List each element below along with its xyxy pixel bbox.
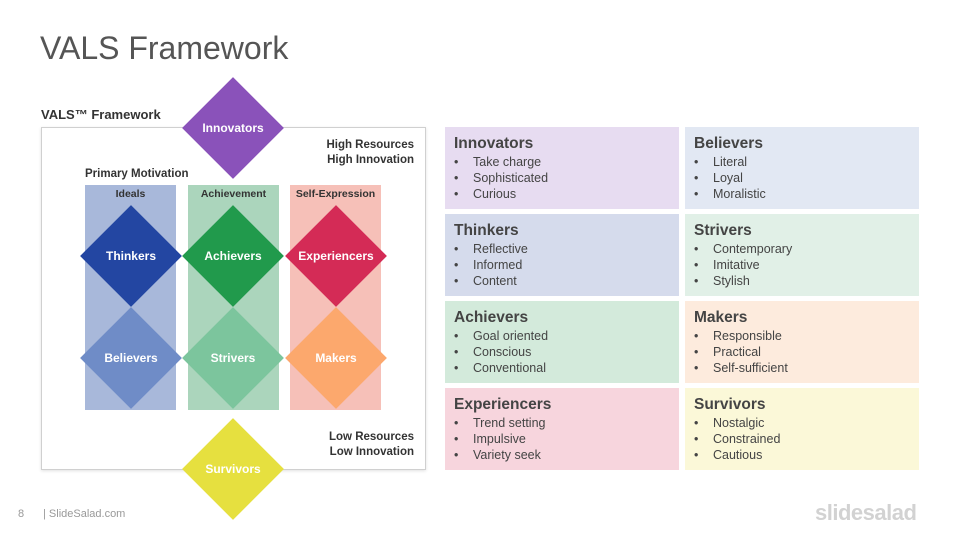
list-item: Literal [694,154,919,170]
diamond-label: Experiencers [298,249,374,263]
high-innovation-text: High Innovation [327,154,414,166]
primary-motivation-label: Primary Motivation [85,168,189,180]
card-title: Survivors [694,396,766,413]
list-item: Conscious [454,344,679,360]
column-head-ideals: Ideals [115,188,146,200]
page-number: 8 [18,508,25,520]
low-resources-text: Low Resources [329,431,414,443]
list-item: Goal oriented [454,328,679,344]
diamond-label: Innovators [202,121,264,135]
card-title: Experiencers [454,396,552,413]
card-title: Thinkers [454,222,519,239]
low-resources-label: Low Resources Low Innovation [300,430,414,460]
column-head-achievement: Achievement [200,188,267,200]
high-resources-label: High Resources High Innovation [300,138,414,168]
list-item: Cautious [694,447,919,463]
diamond-label: Survivors [205,462,261,476]
diamond-strivers: Strivers [182,307,284,409]
low-innovation-text: Low Innovation [329,446,414,458]
card-title: Strivers [694,222,752,239]
diamond-label: Achievers [204,249,262,263]
slide-title: VALS Framework [40,30,289,66]
diamond-thinkers: Thinkers [80,205,182,307]
card-list: Trend settingImpulsiveVariety seek [454,415,679,463]
list-item: Nostalgic [694,415,919,431]
list-item: Conventional [454,360,679,376]
list-item: Imitative [694,257,919,273]
diamond-experiencers: Experiencers [285,205,387,307]
list-item: Variety seek [454,447,679,463]
list-item: Stylish [694,273,919,289]
card-list: ContemporaryImitativeStylish [694,241,919,289]
card-list: Take chargeSophisticatedCurious [454,154,679,202]
card-list: ResponsiblePracticalSelf-sufficient [694,328,919,376]
card-list: ReflectiveInformedContent [454,241,679,289]
diamond-makers: Makers [285,307,387,409]
card-title: Believers [694,135,763,152]
card-thinkers: ThinkersReflectiveInformedContent [445,214,679,296]
diamond-achievers: Achievers [182,205,284,307]
list-item: Contemporary [694,241,919,257]
list-item: Responsible [694,328,919,344]
card-survivors: SurvivorsNostalgicConstrainedCautious [685,388,919,470]
diamond-label: Strivers [210,351,256,365]
list-item: Practical [694,344,919,360]
card-strivers: StriversContemporaryImitativeStylish [685,214,919,296]
site-footer: | SlideSalad.com [43,508,126,520]
high-resources-text: High Resources [326,139,414,151]
card-experiencers: ExperiencersTrend settingImpulsiveVariet… [445,388,679,470]
card-makers: MakersResponsiblePracticalSelf-sufficien… [685,301,919,383]
card-title: Innovators [454,135,534,152]
list-item: Content [454,273,679,289]
card-achievers: AchieversGoal orientedConsciousConventio… [445,301,679,383]
diamond-believers: Believers [80,307,182,409]
card-innovators: InnovatorsTake chargeSophisticatedCuriou… [445,127,679,209]
list-item: Moralistic [694,186,919,202]
diamond-survivors: Survivors [182,418,284,520]
diamond-label: Believers [104,351,158,365]
brand-logo: slidesalad [815,500,917,525]
list-item: Trend setting [454,415,679,431]
list-item: Constrained [694,431,919,447]
card-title: Achievers [454,309,529,326]
list-item: Loyal [694,170,919,186]
diagram-label: VALS™ Framework [41,107,161,122]
list-item: Impulsive [454,431,679,447]
column-head-self-expression: Self-Expression [295,188,376,200]
list-item: Sophisticated [454,170,679,186]
diamond-label: Makers [315,351,357,365]
card-list: Goal orientedConsciousConventional [454,328,679,376]
diamond-innovators: Innovators [182,77,284,179]
card-list: LiteralLoyalMoralistic [694,154,919,202]
list-item: Informed [454,257,679,273]
card-list: NostalgicConstrainedCautious [694,415,919,463]
list-item: Self-sufficient [694,360,919,376]
diamond-label: Thinkers [105,249,156,263]
list-item: Curious [454,186,679,202]
list-item: Take charge [454,154,679,170]
list-item: Reflective [454,241,679,257]
card-believers: BelieversLiteralLoyalMoralistic [685,127,919,209]
card-title: Makers [694,309,748,326]
